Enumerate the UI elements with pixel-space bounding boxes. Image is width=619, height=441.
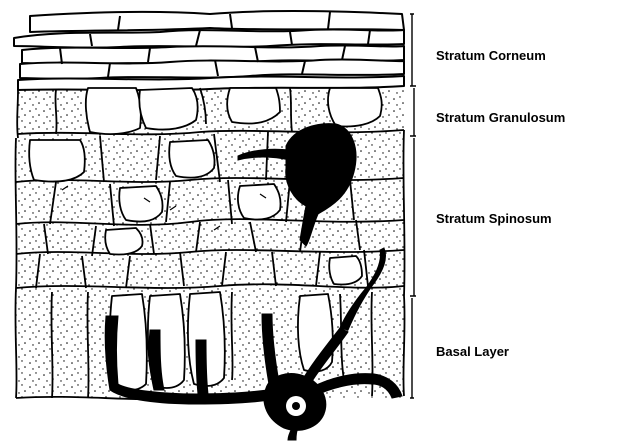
label-stratum-spinosum: Stratum Spinosum — [436, 211, 552, 226]
label-stratum-corneum: Stratum Corneum — [436, 48, 546, 63]
label-basal-layer: Basal Layer — [436, 344, 509, 359]
layer-brackets — [410, 14, 416, 398]
label-stratum-granulosum: Stratum Granulosum — [436, 110, 565, 125]
stratum-corneum-layer — [14, 11, 404, 90]
